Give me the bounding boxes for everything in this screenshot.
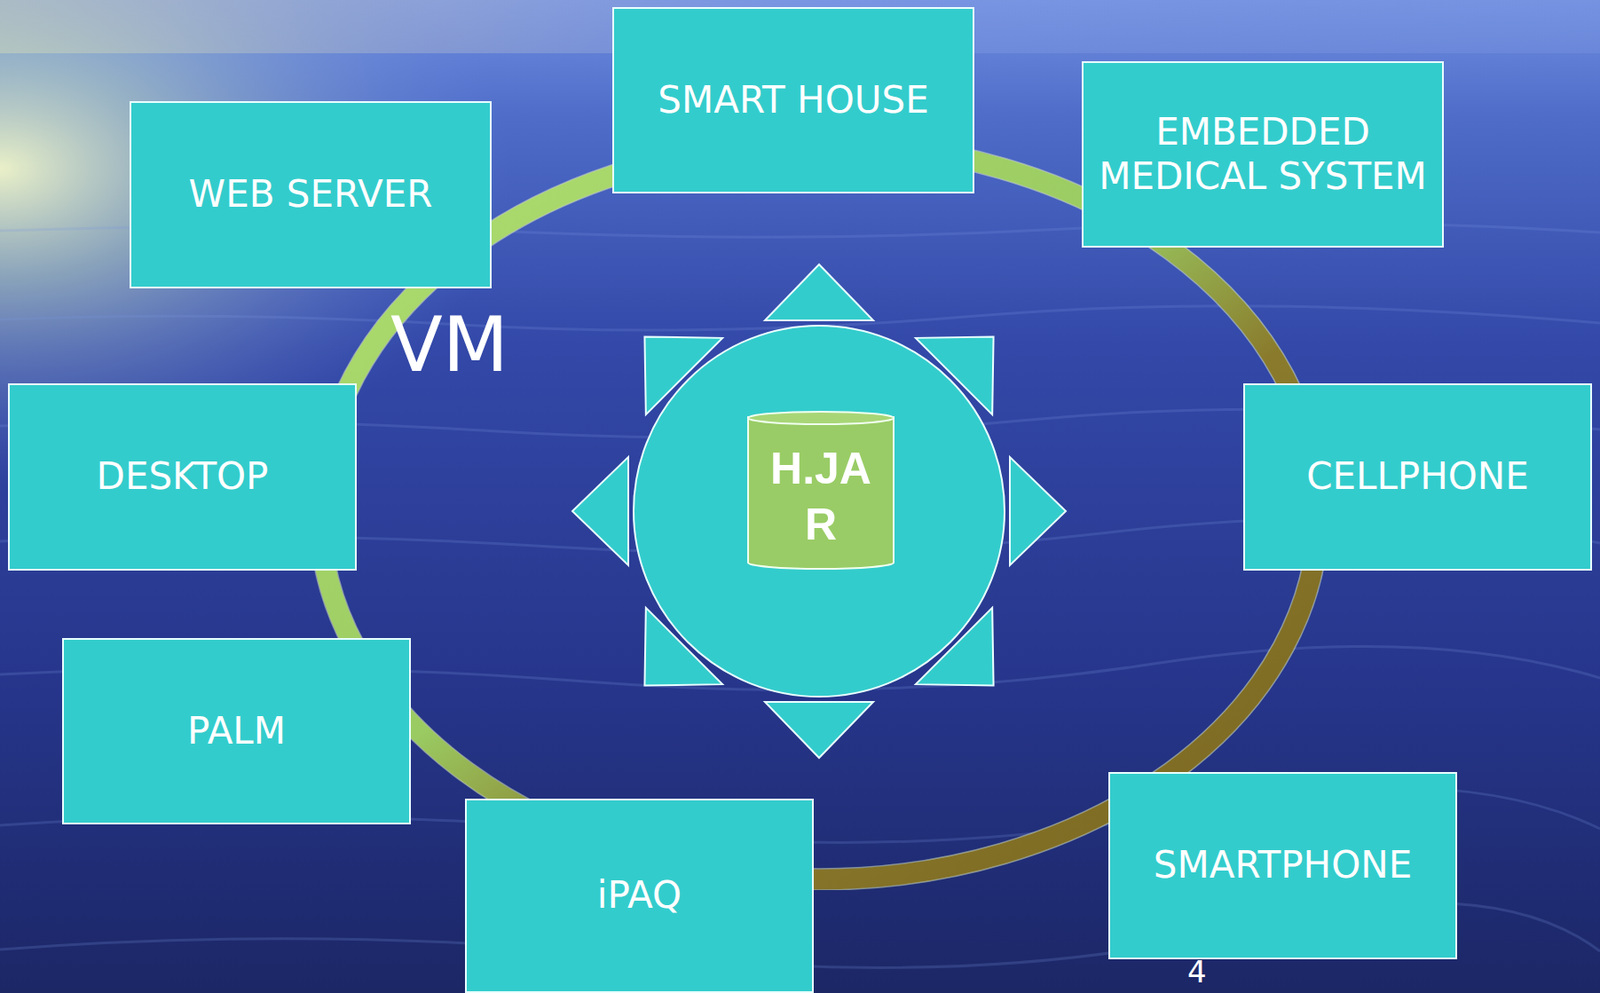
ray-triangle — [572, 457, 629, 566]
ring-edge — [330, 153, 1309, 869]
ray-triangle — [606, 298, 723, 415]
device-box: PALM — [62, 638, 411, 825]
ray-triangle — [764, 264, 874, 321]
device-label: PALM — [63, 701, 410, 761]
ray-triangle — [1009, 457, 1066, 566]
vm-label: VM — [390, 306, 509, 383]
cylinder-top — [748, 411, 894, 425]
device-box: SMARTPHONE — [1108, 772, 1458, 960]
device-box: EMBEDDED MEDICAL SYSTEM — [1081, 61, 1444, 248]
ray-triangle — [915, 298, 1033, 415]
device-box: SMART HOUSE — [612, 7, 975, 194]
vm-ellipse — [319, 142, 1319, 880]
jar-cylinder: H.JA R — [747, 410, 895, 570]
device-box: WEB SERVER — [129, 101, 492, 289]
device-label: SMARTPHONE — [1110, 835, 1456, 895]
device-label: iPAQ — [466, 866, 812, 925]
ray-triangle — [915, 607, 1033, 725]
page-number: 4 — [1187, 956, 1207, 987]
jar-label: H.JA R — [747, 428, 895, 553]
device-box: DESKTOP — [7, 383, 357, 571]
device-label: DESKTOP — [9, 447, 355, 506]
cylinder-body — [748, 417, 894, 569]
device-label: SMART HOUSE — [614, 70, 973, 130]
hub-circle — [633, 325, 1005, 697]
device-label: WEB SERVER — [131, 165, 490, 224]
ray-triangle — [764, 701, 874, 758]
device-box: CELLPHONE — [1243, 383, 1593, 571]
ray-triangle — [606, 607, 723, 725]
device-label: EMBEDDED MEDICAL SYSTEM — [1083, 102, 1443, 207]
device-box: iPAQ — [465, 798, 814, 993]
device-label: CELLPHONE — [1245, 447, 1591, 506]
